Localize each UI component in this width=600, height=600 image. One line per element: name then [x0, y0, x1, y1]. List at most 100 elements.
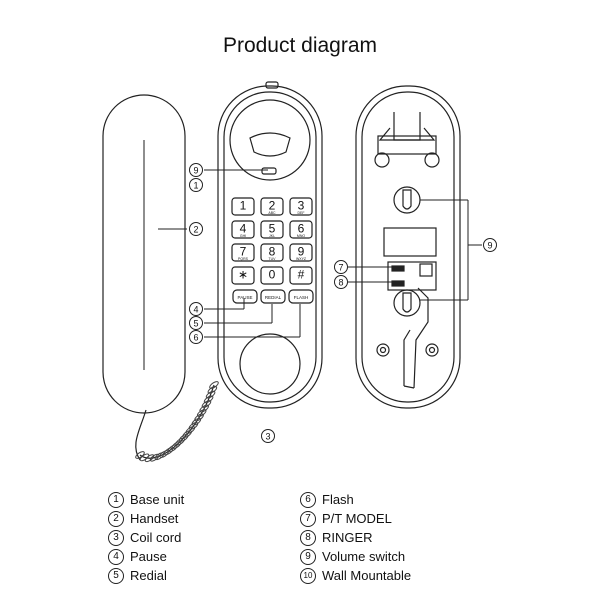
svg-text:5: 5: [193, 319, 198, 329]
keypad-key-frame: [231, 220, 255, 239]
callout-7: 7: [334, 260, 348, 274]
callout-4: 4: [189, 302, 203, 316]
keypad-key-letters: ABC: [268, 211, 276, 215]
keypad-key-letters: MNO: [297, 234, 305, 238]
keypad-key-digit: ∗: [238, 268, 248, 282]
legend-item: 5 Redial: [108, 566, 167, 584]
keypad-key-letters: TUV: [269, 257, 277, 261]
function-key: PAUSE: [232, 289, 258, 304]
keypad-key: 0: [260, 266, 284, 285]
legend-number: 1: [108, 491, 124, 508]
svg-text:7: 7: [338, 263, 343, 273]
legend-number: 7: [300, 510, 316, 527]
svg-text:1: 1: [193, 181, 198, 191]
callout-9-front: 9: [189, 163, 203, 177]
keypad-key-frame: [260, 266, 284, 285]
keypad-key-letters: PQRS: [238, 257, 249, 261]
svg-text:9: 9: [487, 241, 492, 251]
legend-number: 2: [108, 510, 124, 527]
legend-item: 8 RINGER: [300, 528, 373, 546]
function-key-label: PAUSE: [238, 295, 253, 300]
keypad-key-frame: [260, 243, 284, 262]
keypad-key-letters: GHI: [240, 234, 246, 238]
legend-label: Base unit: [130, 491, 185, 507]
legend-label: RINGER: [322, 529, 373, 545]
keypad-key-letters: WXYZ: [296, 257, 307, 261]
svg-text:8: 8: [338, 278, 343, 288]
keypad-key-frame: [289, 243, 313, 262]
legend-label: Handset: [130, 510, 179, 526]
function-key: FLASH: [288, 289, 314, 304]
callout-lines: [158, 169, 482, 338]
callout-3: 3: [261, 429, 275, 443]
keypad-key-digit: 7: [240, 245, 247, 259]
keypad-key-frame: [231, 266, 255, 285]
keypad-key-digit: 6: [298, 222, 305, 236]
legend-number: 8: [300, 529, 316, 546]
diagram-title: Product diagram: [222, 34, 378, 57]
coil-ring: [209, 381, 219, 389]
coil-ring: [171, 441, 182, 449]
legend-label: Coil cord: [130, 529, 182, 545]
legend-label: Redial: [130, 567, 167, 583]
svg-text:6: 6: [193, 333, 198, 343]
function-key-label: FLASH: [294, 295, 309, 300]
legend-label: Pause: [130, 548, 167, 564]
function-keys: PAUSE REDIAL FLASH: [232, 289, 314, 304]
callout-1: 1: [189, 178, 203, 192]
legend-item: 3 Coil cord: [108, 528, 181, 546]
keypad-key-letters: JKL: [269, 234, 275, 238]
legend-number: 3: [108, 529, 124, 546]
keypad-key-frame: [231, 197, 255, 216]
keypad-key-digit: 0: [269, 268, 276, 282]
keypad-key: #: [289, 266, 313, 285]
keypad-key-digit: 4: [240, 222, 247, 236]
keypad-key-digit: 8: [269, 245, 276, 259]
keypad-key-frame: [260, 197, 284, 216]
keypad-key-frame: [289, 197, 313, 216]
keypad-key: 1: [231, 197, 255, 216]
callout-5: 5: [189, 316, 203, 330]
coil-ring: [203, 395, 214, 404]
keypad-key-digit: #: [298, 268, 305, 282]
callout-2: 2: [189, 222, 203, 236]
coil-cord: [135, 381, 219, 463]
handset: [102, 94, 186, 414]
callouts: 9 1 2 4 5 6 3 7 8 9: [189, 163, 497, 443]
legend-label: Volume switch: [322, 548, 406, 564]
keypad-key-digit: 9: [298, 245, 305, 259]
coil-ring: [207, 385, 218, 394]
base-unit-back: [355, 85, 461, 409]
keypad-key-digit: 2: [269, 199, 276, 213]
legend-item: 2 Handset: [108, 509, 178, 527]
svg-text:3: 3: [265, 432, 270, 442]
keypad-key-frame: [231, 243, 255, 262]
svg-text:2: 2: [193, 225, 198, 235]
callout-6: 6: [189, 330, 203, 344]
keypad-key-letters: DEF: [298, 211, 305, 215]
callout-8: 8: [334, 275, 348, 289]
callout-9-back: 9: [483, 238, 497, 252]
keypad-key-digit: 5: [269, 222, 276, 236]
function-key: REDIAL: [260, 289, 286, 304]
legend-number: 5: [108, 567, 124, 584]
legend-item: 1 Base unit: [108, 490, 184, 508]
legend-label: Flash: [322, 491, 354, 507]
keypad-key-digit: 3: [298, 199, 305, 213]
keypad-key-frame: [289, 220, 313, 239]
keypad-key-digit: 1: [240, 199, 247, 213]
keypad-key-frame: [289, 266, 313, 285]
